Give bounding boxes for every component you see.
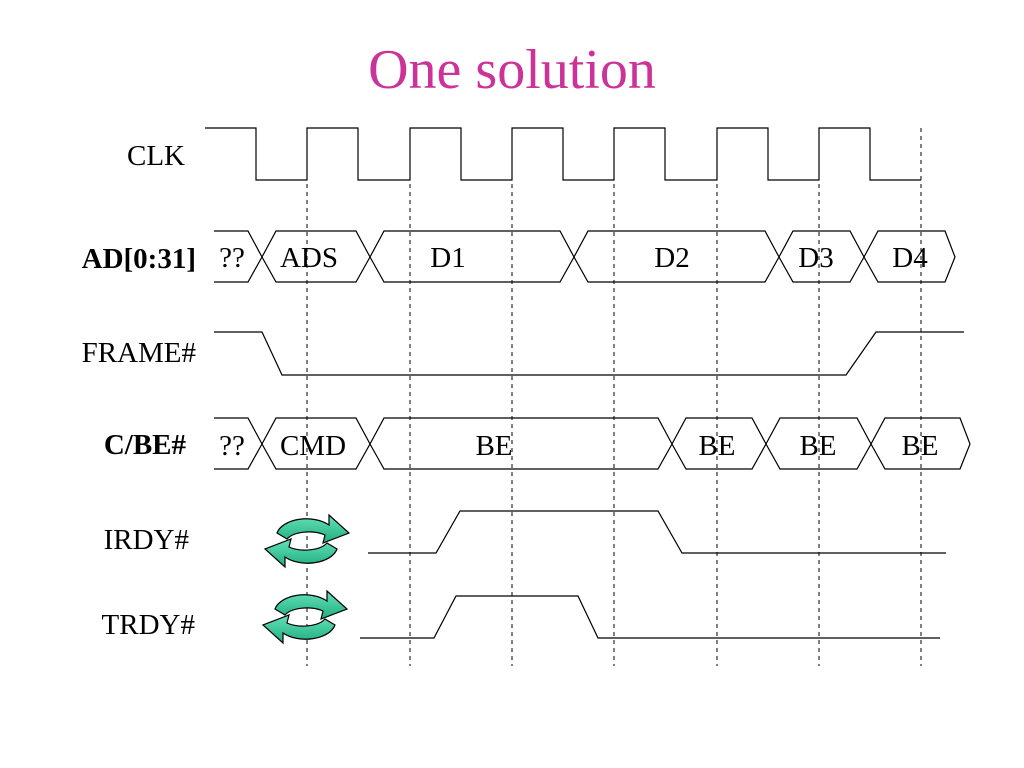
clk-waveform [205, 127, 921, 181]
frame-waveform [214, 331, 964, 376]
ad-cell-text: D2 [654, 242, 689, 274]
ad-cell-text: D3 [798, 242, 833, 274]
bus-cell [765, 417, 872, 470]
signal-label-ad: AD[0:31] [82, 243, 196, 275]
cbe-cell-text: BE [698, 430, 735, 462]
signal-label-trdy: TRDY# [102, 609, 195, 641]
bus-cell [369, 417, 673, 470]
turnaround-cycle-icon [261, 589, 349, 645]
cbe-cell-text: BE [475, 430, 512, 462]
cbe-cell-text: BE [901, 430, 938, 462]
ad-cell-text: ADS [280, 242, 338, 274]
signal-label-clk: CLK [127, 140, 185, 172]
ad-cell-text: D4 [892, 242, 928, 274]
ad-cell-text: ?? [219, 242, 245, 274]
bus-cell [671, 417, 767, 470]
irdy-waveform [368, 510, 946, 554]
bus-cell [573, 230, 780, 283]
cbe-cell-text: ?? [219, 430, 245, 462]
slide-title: One solution [368, 39, 656, 101]
cbe-cell-text: BE [799, 430, 836, 462]
ad-bus: ?? ADS D1 D2 D3 D4 [214, 230, 956, 283]
cbe-cell-text: CMD [280, 430, 346, 462]
signal-label-cbe: C/BE# [104, 429, 187, 461]
bus-cell [369, 230, 575, 283]
bus-cell [261, 230, 371, 283]
bus-cell [863, 230, 956, 283]
ad-cell-text: D1 [430, 242, 465, 274]
signal-label-frame: FRAME# [82, 337, 196, 369]
bus-cell [778, 230, 865, 283]
clock-edge-guides [306, 128, 922, 666]
cbe-bus: ?? CMD BE BE BE BE [214, 417, 971, 470]
signal-label-irdy: IRDY# [104, 524, 189, 556]
bus-cell [261, 417, 371, 470]
bus-cell [870, 417, 971, 470]
turnaround-cycle-icon [263, 513, 351, 569]
trdy-waveform [360, 595, 940, 639]
